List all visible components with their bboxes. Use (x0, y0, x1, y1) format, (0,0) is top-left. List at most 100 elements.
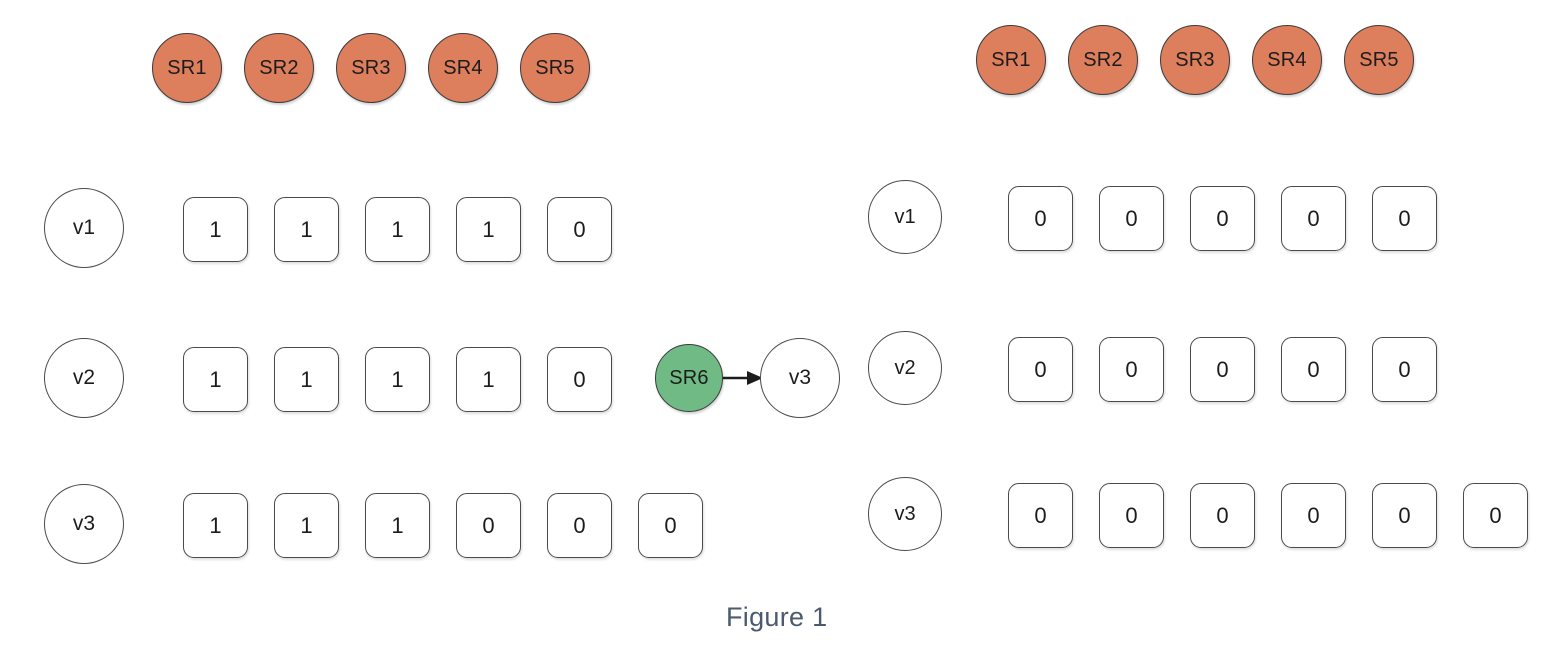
vertex-node-label: v1 (894, 205, 916, 228)
value-cell[interactable]: 0 (1463, 483, 1528, 548)
value-cell-text: 0 (1489, 502, 1502, 528)
value-cell[interactable]: 1 (456, 197, 521, 262)
left-row-v1-cells: 1 1 1 1 0 (183, 197, 612, 262)
value-cell[interactable]: 1 (456, 347, 521, 412)
value-cell-text: 0 (573, 216, 586, 242)
right-row-v1-cells: 0 0 0 0 0 (1008, 186, 1437, 251)
value-cell-text: 0 (573, 512, 586, 538)
sr-node-sr4[interactable]: SR4 (428, 33, 498, 103)
value-cell-text: 0 (1307, 205, 1320, 231)
value-cell-text: 0 (1398, 502, 1411, 528)
value-cell[interactable]: 1 (365, 493, 430, 558)
sr-node-sr4[interactable]: SR4 (1252, 25, 1322, 95)
right-arrow-icon (723, 371, 763, 385)
sr-node-label: SR2 (1083, 48, 1123, 71)
vertex-node-label: v2 (72, 366, 96, 389)
value-cell-text: 1 (300, 512, 313, 538)
sr-node-sr1[interactable]: SR1 (152, 33, 222, 103)
value-cell[interactable]: 0 (547, 197, 612, 262)
value-cell[interactable]: 0 (547, 493, 612, 558)
sr-node-sr2[interactable]: SR2 (1068, 25, 1138, 95)
vertex-node-v2[interactable]: v2 (44, 338, 124, 418)
sr-node-sr5[interactable]: SR5 (1344, 25, 1414, 95)
value-cell[interactable]: 0 (1372, 186, 1437, 251)
left-sr-node-row: SR1 SR2 SR3 SR4 SR5 (152, 33, 590, 103)
value-cell-text: 1 (209, 512, 222, 538)
value-cell-text: 0 (1398, 356, 1411, 382)
left-panel: SR1 SR2 SR3 SR4 SR5 v1 1 1 1 (44, 33, 840, 564)
value-cell-text: 1 (209, 366, 222, 392)
value-cell-text: 0 (1216, 356, 1229, 382)
value-cell-text: 1 (391, 512, 404, 538)
right-row-v3-cells: 0 0 0 0 0 0 (1008, 483, 1528, 548)
value-cell-text: 0 (1034, 356, 1047, 382)
left-row-v2-cells: 1 1 1 1 0 (183, 347, 612, 412)
sr-node-label: SR5 (535, 56, 575, 79)
vertex-node-v3[interactable]: v3 (868, 477, 942, 551)
right-sr-node-row: SR1 SR2 SR3 SR4 SR5 (976, 25, 1414, 95)
figure-caption: Figure 1 (726, 602, 828, 632)
sr-node-sr6[interactable]: SR6 (655, 344, 723, 412)
sr-node-sr2[interactable]: SR2 (244, 33, 314, 103)
value-cell[interactable]: 0 (1008, 337, 1073, 402)
value-cell-text: 0 (1125, 502, 1138, 528)
vertex-node-v1[interactable]: v1 (44, 188, 124, 268)
value-cell-text: 1 (482, 366, 495, 392)
value-cell[interactable]: 0 (1281, 337, 1346, 402)
sr-node-label: SR5 (1359, 48, 1399, 71)
value-cell[interactable]: 0 (456, 493, 521, 558)
sr-node-sr3[interactable]: SR3 (1160, 25, 1230, 95)
value-cell[interactable]: 1 (365, 347, 430, 412)
sr-node-label: SR1 (991, 48, 1031, 71)
value-cell-text: 0 (1034, 205, 1047, 231)
value-cell[interactable]: 1 (183, 347, 248, 412)
vertex-node-label: v2 (894, 356, 916, 379)
value-cell[interactable]: 0 (1099, 337, 1164, 402)
value-cell-text: 0 (1216, 205, 1229, 231)
value-cell[interactable]: 1 (274, 197, 339, 262)
right-panel: SR1 SR2 SR3 SR4 SR5 v1 0 0 0 (860, 0, 1550, 600)
value-cell-text: 0 (1125, 205, 1138, 231)
sr-node-label: SR3 (1175, 48, 1215, 71)
value-cell[interactable]: 1 (274, 347, 339, 412)
value-cell[interactable]: 0 (1008, 483, 1073, 548)
sr-node-label: SR4 (1267, 48, 1307, 71)
right-row-v2-cells: 0 0 0 0 0 (1008, 337, 1437, 402)
sr-node-label: SR4 (443, 56, 483, 79)
sr-node-sr3[interactable]: SR3 (336, 33, 406, 103)
sr-node-sr5[interactable]: SR5 (520, 33, 590, 103)
value-cell[interactable]: 0 (638, 493, 703, 558)
vertex-node-v3[interactable]: v3 (44, 484, 124, 564)
value-cell[interactable]: 1 (365, 197, 430, 262)
sr-node-sr1[interactable]: SR1 (976, 25, 1046, 95)
value-cell[interactable]: 1 (183, 493, 248, 558)
value-cell-text: 0 (1125, 356, 1138, 382)
value-cell[interactable]: 0 (1190, 186, 1255, 251)
value-cell-text: 0 (1307, 502, 1320, 528)
value-cell[interactable]: 0 (547, 347, 612, 412)
sr-node-label: SR6 (669, 366, 709, 389)
value-cell[interactable]: 0 (1190, 337, 1255, 402)
value-cell[interactable]: 0 (1281, 483, 1346, 548)
value-cell[interactable]: 0 (1190, 483, 1255, 548)
value-cell[interactable]: 1 (274, 493, 339, 558)
value-cell[interactable]: 0 (1372, 337, 1437, 402)
vertex-node-v3-target[interactable]: v3 (760, 338, 840, 418)
value-cell[interactable]: 1 (183, 197, 248, 262)
value-cell-text: 1 (391, 366, 404, 392)
value-cell-text: 0 (664, 512, 677, 538)
left-row-v3-cells: 1 1 1 0 0 0 (183, 493, 703, 558)
value-cell-text: 1 (209, 216, 222, 242)
vertex-node-label: v1 (72, 216, 96, 239)
vertex-node-v1[interactable]: v1 (868, 180, 942, 254)
value-cell[interactable]: 0 (1099, 483, 1164, 548)
value-cell-text: 1 (300, 366, 313, 392)
value-cell-text: 0 (573, 366, 586, 392)
value-cell[interactable]: 0 (1372, 483, 1437, 548)
value-cell[interactable]: 0 (1099, 186, 1164, 251)
value-cell[interactable]: 0 (1281, 186, 1346, 251)
vertex-node-v2[interactable]: v2 (868, 331, 942, 405)
vertex-node-label: v3 (788, 366, 812, 389)
value-cell[interactable]: 0 (1008, 186, 1073, 251)
